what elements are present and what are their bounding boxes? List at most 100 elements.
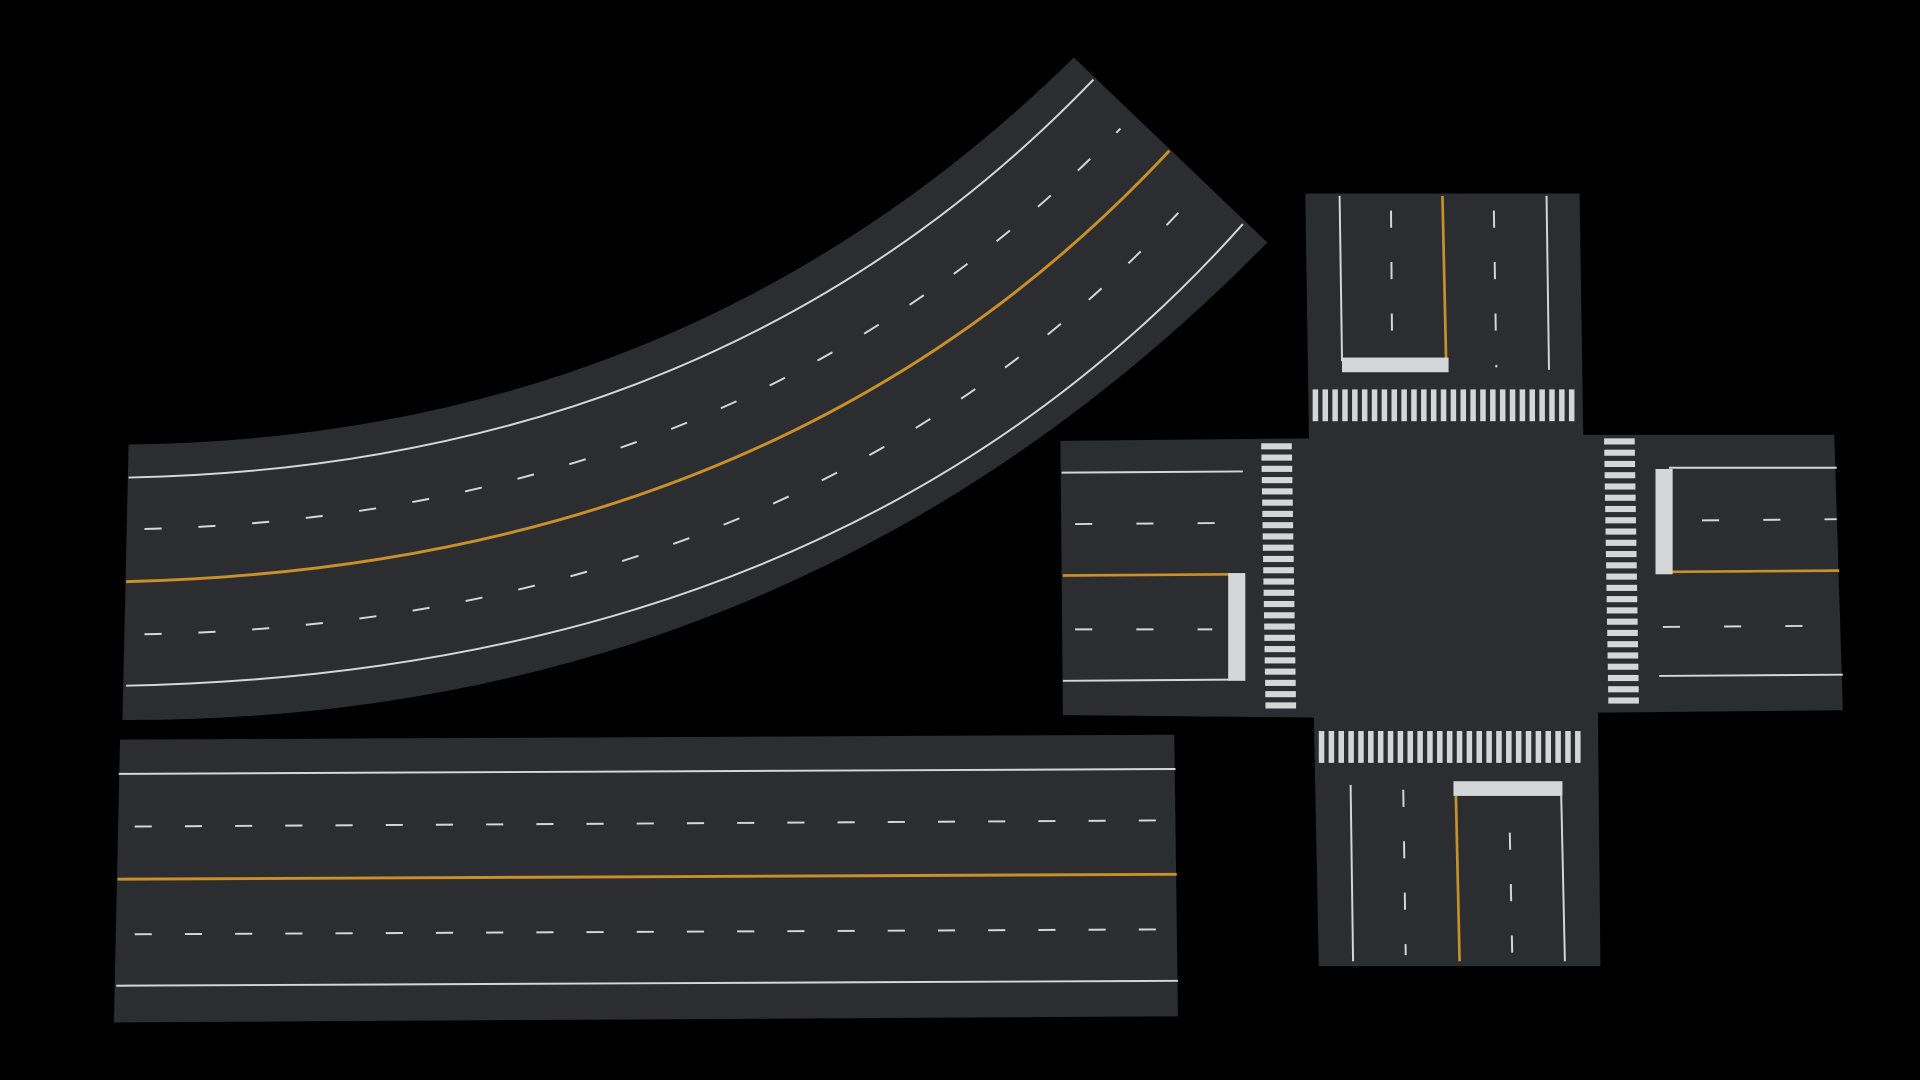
crosswalk-stripe <box>1262 533 1294 540</box>
crosswalk-stripe <box>1312 389 1319 422</box>
crosswalk-stripe <box>1377 731 1384 763</box>
crosswalk-stripe <box>1604 472 1636 479</box>
crosswalk-stripe <box>1606 596 1638 603</box>
crosswalk-stripe <box>1263 555 1294 563</box>
crosswalk-stripe <box>1263 612 1295 619</box>
crosswalk-stripe <box>1496 731 1502 763</box>
crosswalk-stripe <box>1605 528 1637 535</box>
crosswalk-stripe <box>1519 389 1526 422</box>
four-way-intersection <box>1060 193 1843 967</box>
crosswalk-stripe <box>1371 389 1378 422</box>
crosswalk-stripe <box>1499 389 1506 422</box>
center-yellow-line <box>1671 569 1840 574</box>
crosswalk-stripe <box>1421 389 1427 422</box>
crosswalk-stripe <box>1460 389 1467 422</box>
crosswalk-stripe <box>1515 731 1522 763</box>
edge-line <box>118 768 1176 775</box>
crosswalk-stripe <box>1332 389 1338 422</box>
crosswalk-stripe <box>1263 578 1295 585</box>
crosswalk-stripe <box>1604 460 1636 468</box>
crosswalk-stripe <box>1348 731 1354 763</box>
edge-line <box>116 979 1178 987</box>
crosswalk-stripe <box>1387 731 1394 763</box>
crosswalk-stripe <box>1456 731 1463 763</box>
crosswalk-stripe <box>1606 607 1638 614</box>
crosswalk-stripe <box>1568 389 1575 422</box>
lane-dash-line <box>1508 832 1514 956</box>
crosswalk-stripe <box>1539 389 1545 422</box>
crosswalk-stripe <box>1529 389 1536 422</box>
crosswalk-stripe <box>1604 449 1635 456</box>
center-yellow-line <box>1454 795 1461 962</box>
straight-asphalt <box>113 734 1178 1023</box>
crosswalk-stripe <box>1261 488 1293 495</box>
crosswalk-stripe <box>1559 389 1565 422</box>
crosswalk-stripe <box>1606 584 1638 591</box>
crosswalk-stripe <box>1264 634 1295 641</box>
crosswalk-stripe <box>1605 551 1637 558</box>
stop-line <box>1342 357 1449 373</box>
crosswalk-stripe <box>1391 389 1398 422</box>
crosswalk-stripe <box>1261 465 1293 472</box>
crosswalk-stripe <box>1607 618 1638 625</box>
crosswalk-stripe <box>1318 731 1325 763</box>
edge-line <box>1545 195 1550 370</box>
crosswalk-stripe <box>1490 389 1496 422</box>
crosswalk-stripe <box>1604 438 1635 445</box>
crosswalk-stripe <box>1605 539 1637 546</box>
crosswalk-stripe <box>1430 389 1437 422</box>
crosswalk-stripe <box>1607 674 1639 682</box>
crosswalk-stripe <box>1608 697 1639 704</box>
stop-line <box>1453 781 1563 796</box>
crosswalk-stripe <box>1605 517 1636 524</box>
crosswalk-stripe <box>1446 731 1453 763</box>
crosswalk-stripe <box>1606 562 1637 569</box>
crosswalk-stripe <box>1358 731 1364 763</box>
crosswalk-stripe <box>1262 522 1294 529</box>
crosswalk-stripe <box>1486 731 1492 763</box>
curved-road-segment <box>122 57 1268 721</box>
crosswalk-stripe <box>1264 646 1296 653</box>
crosswalk-stripe <box>1608 686 1639 693</box>
lane-dash-line <box>134 819 1164 828</box>
crosswalk-stripe <box>1607 663 1639 670</box>
center-yellow-line <box>1062 572 1231 577</box>
crosswalk-stripe <box>1322 389 1329 422</box>
center-yellow-line <box>126 149 1171 584</box>
crosswalk-stripe <box>1607 641 1638 648</box>
intersection-asphalt <box>1060 193 1843 967</box>
lane-dash-line <box>144 195 1195 636</box>
edge-line <box>1659 673 1843 677</box>
crosswalk-stripe <box>1263 600 1295 608</box>
crosswalk-stripe <box>1263 567 1294 574</box>
crosswalk-stripe <box>1264 657 1296 664</box>
lane-dash-line <box>144 127 1122 530</box>
crosswalk-stripe <box>1265 679 1296 686</box>
center-yellow-line <box>1441 195 1448 362</box>
crosswalk-stripe <box>1264 668 1296 675</box>
crosswalk-stripe <box>1480 389 1486 422</box>
crosswalk-stripe <box>1535 731 1542 763</box>
crosswalk-stripe <box>1549 389 1555 422</box>
edge-line <box>1560 795 1566 962</box>
crosswalk-stripe <box>1466 731 1473 763</box>
edge-line <box>1349 784 1355 962</box>
edge-line <box>1338 195 1344 362</box>
crosswalk-stripe <box>1440 389 1447 422</box>
crosswalk-stripe <box>1264 623 1295 630</box>
stop-line <box>1228 573 1246 681</box>
crosswalk-stripe <box>1381 389 1388 422</box>
crosswalk-stripe <box>1397 731 1404 763</box>
crosswalk-stripe <box>1411 389 1417 422</box>
center-yellow-line <box>117 872 1177 881</box>
crosswalk-stripe <box>1265 702 1297 709</box>
crosswalk-stripe <box>1606 573 1637 580</box>
edge-line <box>128 78 1095 479</box>
crosswalk-stripe <box>1506 731 1512 763</box>
crosswalk-stripe <box>1262 544 1294 551</box>
crosswalk-stripe <box>1361 389 1368 422</box>
crosswalk-stripe <box>1261 477 1293 484</box>
crosswalk-stripe <box>1261 443 1292 450</box>
lane-dash-line <box>1702 518 1837 522</box>
crosswalk-stripe <box>1262 510 1293 517</box>
